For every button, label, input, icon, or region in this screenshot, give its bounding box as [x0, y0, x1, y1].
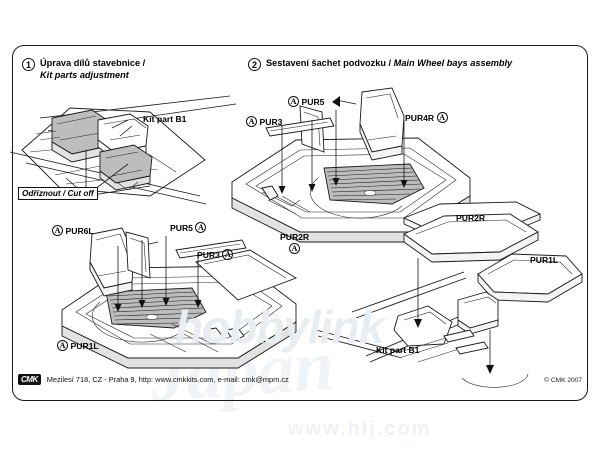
label-pur5-text: PUR5	[170, 222, 193, 233]
sprue-marker-a-icon: A	[52, 225, 63, 236]
label-pur3-panel3: PUR3 A	[197, 249, 234, 260]
copyright-notice: © CMK 2007	[544, 377, 582, 384]
watermark-url: www.hlj.com	[288, 418, 432, 440]
label-pur2r-panel2: PUR2R A	[280, 232, 309, 254]
label-pur4r-panel2: PUR4R A	[405, 112, 448, 123]
footer: CMK Mezilesí 718, CZ - Praha 9, http: ww…	[18, 374, 289, 385]
label-pur3-panel2: A PUR3	[246, 116, 282, 127]
panel-1-title-cz: Úprava dílů stavebnice /	[40, 58, 146, 68]
sprue-marker-a-icon: A	[288, 96, 299, 107]
panel-2-header: 2 Sestavení šachet podvozku / Main Wheel…	[248, 58, 568, 71]
label-kit-part-b1-panel1: Kit part B1	[143, 114, 187, 124]
label-pur5-text: PUR5	[301, 96, 325, 107]
label-pur5-panel3: PUR5 A	[170, 222, 207, 233]
label-pur3-text: PUR3	[197, 249, 220, 260]
panel-1-title: Úprava dílů stavebnice / Kit parts adjus…	[40, 58, 145, 81]
label-pur2r-panel4: PUR2R	[456, 213, 486, 223]
panel-2-title: Sestavení šachet podvozku / Main Wheel b…	[266, 58, 512, 70]
label-pur1l-text: PUR1L	[70, 340, 99, 351]
step-number-1: 1	[22, 58, 35, 71]
instruction-sheet-frame	[12, 45, 588, 401]
label-pur2r-text: PUR2R	[280, 232, 310, 242]
label-pur1l-panel4: PUR1L	[530, 255, 559, 265]
step-number-2: 2	[248, 58, 261, 71]
footer-address: Mezilesí 718, CZ - Praha 9, http: www.cm…	[46, 375, 289, 384]
sprue-marker-a-icon: A	[246, 116, 257, 127]
label-pur6l-panel3: A PUR6L	[52, 225, 94, 236]
panel-1-title-en: Kit parts adjustment	[40, 69, 129, 80]
sprue-marker-a-icon: A	[289, 243, 301, 254]
label-pur5-panel2: A PUR5	[288, 96, 324, 107]
label-cut-off: Odříznout / Cut off	[18, 187, 98, 200]
sprue-marker-a-icon: A	[195, 222, 207, 233]
cmk-logo: CMK	[18, 374, 41, 385]
label-pur1l-panel3: A PUR1L	[57, 340, 99, 351]
sprue-marker-a-icon: A	[222, 249, 234, 260]
sprue-marker-a-icon: A	[57, 340, 68, 351]
label-pur3-text: PUR3	[259, 116, 283, 127]
panel-2-title-cz: Sestavení šachet podvozku /	[266, 58, 392, 68]
panel-2-title-en: Main Wheel bays assembly	[393, 58, 513, 68]
label-kit-part-b1-panel4: Kit part B1	[376, 345, 420, 355]
sprue-marker-a-icon: A	[436, 112, 448, 123]
panel-1-header: 1 Úprava dílů stavebnice / Kit parts adj…	[22, 58, 222, 81]
label-pur4r-text: PUR4R	[405, 112, 435, 123]
label-pur6l-text: PUR6L	[65, 225, 94, 236]
